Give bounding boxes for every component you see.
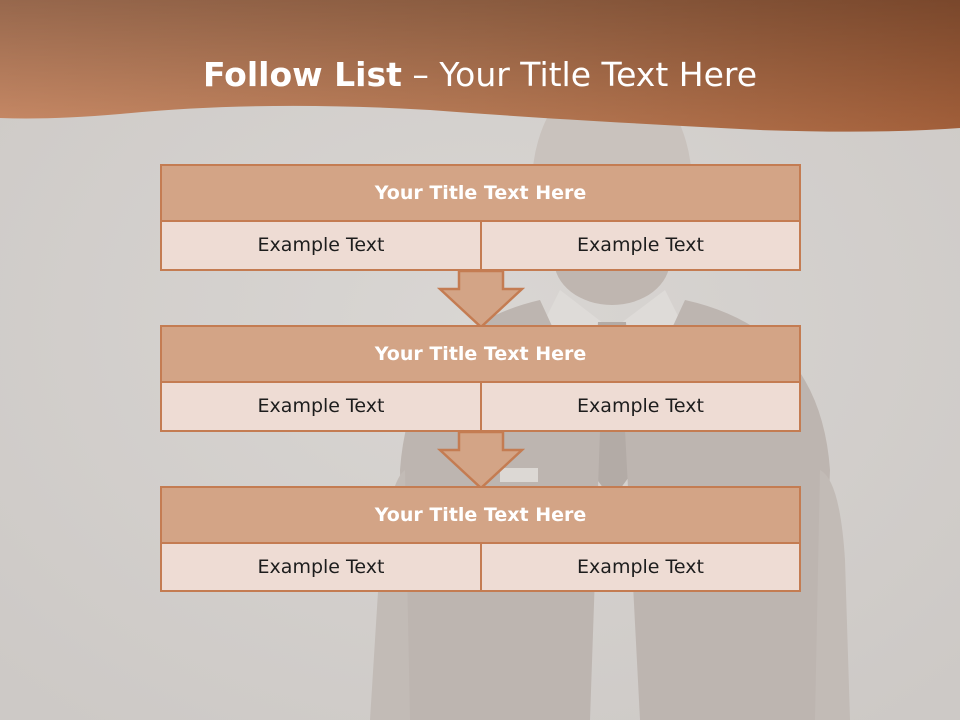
step-right-text: Example Text	[480, 220, 801, 271]
step-box-3: Your Title Text Here Example Text Exampl…	[160, 486, 801, 592]
down-arrow-icon	[437, 270, 525, 329]
slide-title: Follow List – Your Title Text Here	[0, 52, 960, 98]
title-bold-part: Follow List	[202, 55, 402, 94]
step-box-2: Your Title Text Here Example Text Exampl…	[160, 325, 801, 433]
step-left-text: Example Text	[160, 220, 482, 271]
step-title: Your Title Text Here	[160, 325, 801, 383]
step-right-text: Example Text	[480, 381, 801, 432]
step-box-1: Your Title Text Here Example Text Exampl…	[160, 164, 801, 272]
step-left-text: Example Text	[160, 542, 482, 592]
title-dash: –	[412, 55, 429, 94]
header-band	[0, 0, 960, 132]
down-arrow-icon	[437, 431, 525, 490]
step-left-text: Example Text	[160, 381, 482, 432]
step-title: Your Title Text Here	[160, 486, 801, 544]
step-right-text: Example Text	[480, 542, 801, 592]
step-title: Your Title Text Here	[160, 164, 801, 222]
title-subtitle-part: Your Title Text Here	[439, 55, 758, 94]
